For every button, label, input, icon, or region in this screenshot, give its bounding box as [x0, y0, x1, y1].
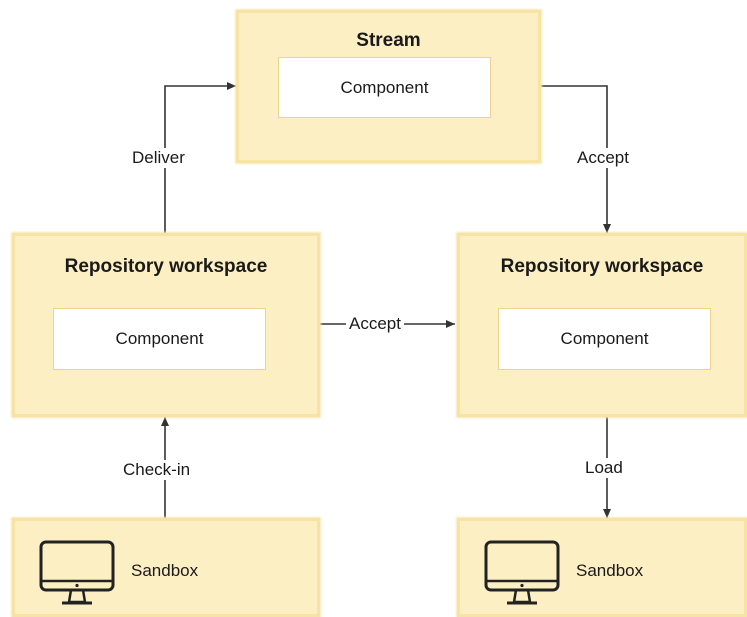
- edge-label-deliver: Deliver: [129, 148, 188, 168]
- workspace-left-node: Repository workspace Component: [12, 233, 320, 417]
- monitor-icon: [39, 540, 115, 605]
- stream-component-label: Component: [340, 77, 429, 97]
- monitor-icon: [484, 540, 560, 605]
- edge-label-load: Load: [582, 458, 626, 478]
- edge-deliver: [164, 82, 236, 233]
- edge-label-check-in: Check-in: [120, 460, 194, 480]
- sandbox-right-node: Sandbox: [457, 518, 747, 617]
- workspace-right-component-label: Component: [560, 329, 649, 348]
- sandbox-left-node: Sandbox: [12, 518, 320, 617]
- stream-component: Component: [278, 57, 491, 118]
- sandbox-right-label: Sandbox: [576, 561, 644, 580]
- workspace-right-node: Repository workspace Component: [457, 233, 747, 417]
- edge-accept-stream: [541, 85, 611, 233]
- stream-node: Stream Component: [236, 10, 541, 163]
- stream-title: Stream: [356, 30, 421, 51]
- workspace-right-component: Component: [498, 308, 711, 370]
- workspace-right-title: Repository workspace: [500, 256, 704, 277]
- sandbox-left-label: Sandbox: [131, 561, 199, 580]
- workspace-left-component-label: Component: [115, 329, 204, 348]
- edge-label-accept-workspace: Accept: [346, 314, 404, 334]
- workspace-left-title: Repository workspace: [64, 256, 268, 277]
- edge-label-accept-stream: Accept: [574, 148, 632, 168]
- workspace-left-component: Component: [53, 308, 266, 370]
